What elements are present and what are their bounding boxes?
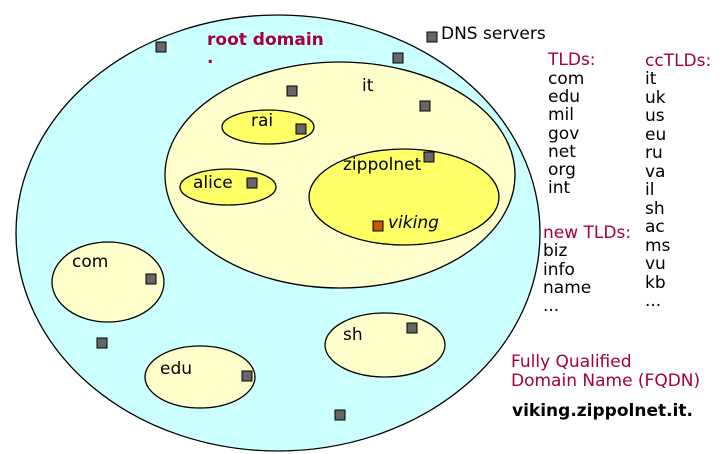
new-tld-item: name (543, 278, 591, 298)
dns-server-marker-it (419, 100, 431, 112)
com-domain-label: com (72, 252, 108, 272)
tld-item: com (548, 69, 584, 89)
dns-server-marker-com (145, 273, 157, 285)
dns-server-marker-sh (406, 322, 418, 334)
cctlds-title: ccTLDs: (645, 51, 711, 71)
cctlds-list: it uk us eu ru va il sh ac ms vu kb ... (645, 69, 671, 311)
alice-domain-label: alice (193, 173, 233, 193)
dns-server-marker-root (392, 52, 404, 64)
dns-server-marker-root (155, 41, 167, 53)
fqdn-title-line1: Fully Qualified (511, 352, 632, 372)
new-tld-item: biz (543, 241, 568, 261)
zippolnet-domain-label: zippolnet (343, 155, 422, 175)
cctld-item: ms (645, 236, 671, 256)
dns-server-marker-edu (241, 370, 253, 382)
cctld-item: ru (645, 143, 663, 163)
root-domain-dot: . (207, 48, 213, 68)
cctld-item: ac (645, 217, 665, 237)
new-tld-item: ... (543, 296, 559, 316)
tld-item: gov (548, 124, 579, 144)
zippolnet-domain-ellipse (308, 148, 500, 246)
new-tld-item: info (543, 260, 575, 280)
cctld-item: uk (645, 88, 666, 108)
it-domain-label: it (362, 76, 374, 96)
fqdn-example: viking.zippolnet.it. (512, 401, 693, 421)
tld-item: edu (548, 87, 580, 107)
dns-server-marker-root (96, 337, 108, 349)
cctld-item: va (645, 162, 665, 182)
rai-domain-label: rai (251, 111, 273, 131)
tlds-title: TLDs: (547, 50, 596, 70)
cctld-item: kb (645, 273, 666, 293)
com-domain-ellipse (51, 241, 165, 323)
dns-server-marker-zippolnet (423, 151, 435, 163)
dns-server-marker-it (286, 85, 298, 97)
cctld-item: sh (645, 199, 665, 219)
dns-server-marker-rai (295, 123, 307, 135)
cctld-item: us (645, 106, 665, 126)
new-tlds-list: biz info name ... (543, 241, 591, 316)
tld-item: net (548, 142, 576, 162)
dns-servers (96, 31, 438, 421)
viking-host-label: viking (388, 213, 439, 233)
cctld-item: eu (645, 125, 666, 145)
sh-domain-ellipse (324, 312, 446, 378)
cctld-item: vu (645, 254, 666, 274)
dns-server-marker-alice (246, 177, 258, 189)
edu-domain-label: edu (160, 359, 192, 379)
dns-server-marker-legend (426, 31, 438, 43)
root-domain-title: root domain (207, 30, 324, 50)
tld-item: mil (548, 105, 574, 125)
rai-domain-ellipse (221, 109, 315, 145)
tld-item: int (548, 178, 570, 198)
tld-item: org (548, 160, 576, 180)
dns-server-marker-root (334, 409, 346, 421)
cctld-item: it (645, 69, 657, 89)
cctld-item: ... (645, 291, 661, 311)
edu-domain-ellipse (144, 345, 256, 409)
sh-domain-label: sh (343, 325, 363, 345)
dns-servers-legend-label: DNS servers (441, 24, 546, 44)
viking-server-marker (372, 220, 384, 232)
fqdn-title-line2: Domain Name (FQDN) (511, 371, 700, 391)
new-tlds-title: new TLDs: (543, 223, 631, 243)
tlds-list: com edu mil gov net org int (548, 69, 584, 198)
cctld-item: il (645, 180, 654, 200)
